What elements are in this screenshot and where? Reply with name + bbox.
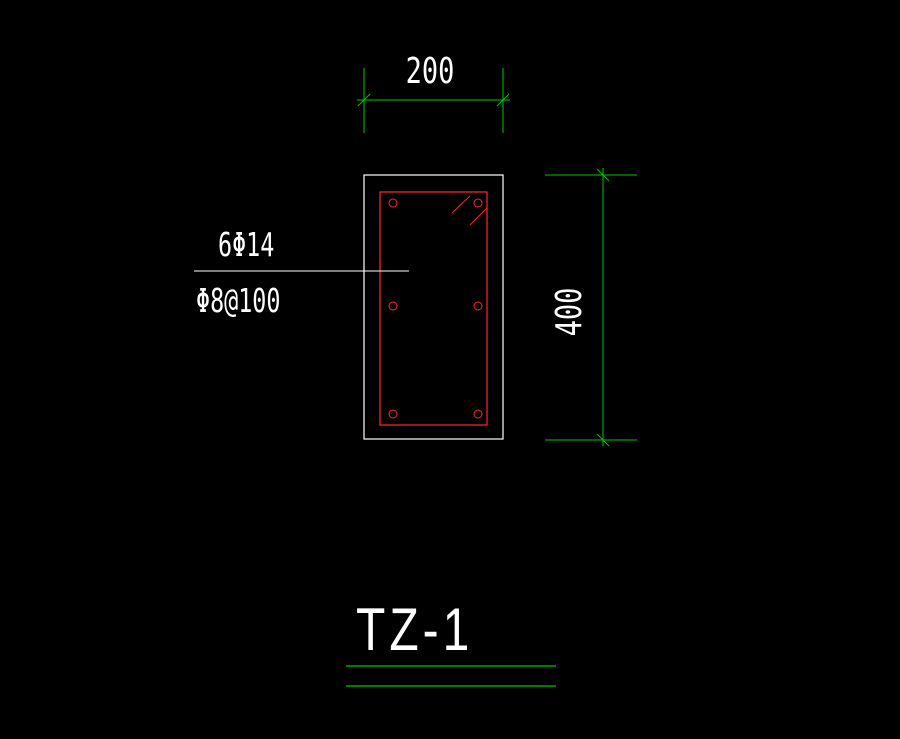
height-dimension [545, 168, 637, 447]
title-underlines [346, 665, 556, 687]
width-dimension [357, 68, 510, 133]
rebar-group [388, 198, 483, 419]
rebar-mid-right [473, 301, 483, 311]
section-title: TZ-1 [356, 596, 473, 663]
width-dim-label: 200 [406, 49, 455, 92]
rebar-bottom-right [473, 409, 483, 419]
stirrup-label: Φ8@100 [196, 282, 280, 320]
main-rebar-label: 6Φ14 [218, 226, 274, 264]
column-outline [363, 174, 504, 440]
rebar-top-left [388, 198, 398, 208]
rebar-bottom-left [388, 409, 398, 419]
rebar-mid-left [388, 301, 398, 311]
rebar-top-right [473, 198, 483, 208]
height-dim-label: 400 [547, 288, 590, 337]
stirrup-hooks [451, 195, 488, 226]
stirrup [379, 191, 488, 426]
